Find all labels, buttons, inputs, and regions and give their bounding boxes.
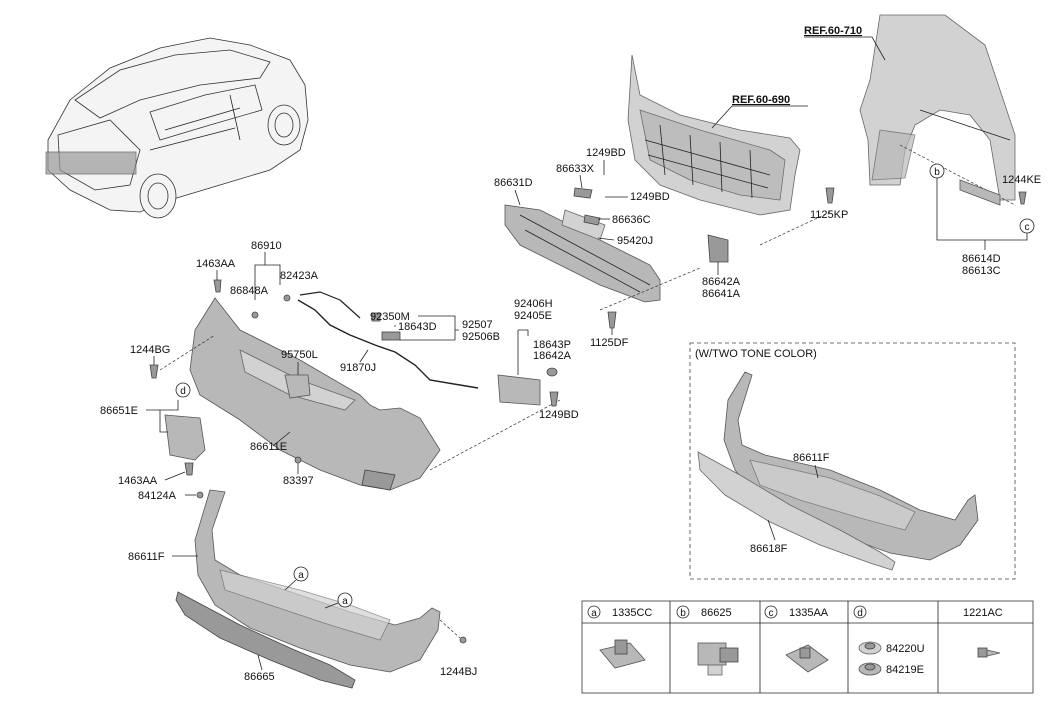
- label-86631D[interactable]: 86631D: [494, 177, 533, 189]
- label-86611E[interactable]: 86611E: [250, 441, 287, 453]
- label-18643D[interactable]: 18643D: [398, 321, 437, 333]
- legend-d-letter: d: [857, 608, 863, 619]
- callout-a-2-text: a: [342, 596, 348, 607]
- vehicle-illustration: [45, 37, 309, 219]
- label-1249BD-b[interactable]: 1249BD: [630, 191, 670, 203]
- legend-c-letter: c: [769, 608, 774, 619]
- label-86651E[interactable]: 86651E: [100, 405, 138, 417]
- legend-a-nut-icon: [599, 639, 646, 669]
- label-1125DF[interactable]: 1125DF: [590, 337, 629, 349]
- label-18643P[interactable]: 18643P: [533, 339, 571, 351]
- callout-b-fender-text: b: [934, 167, 940, 178]
- label-83397[interactable]: 83397: [283, 475, 314, 487]
- legend-e-part[interactable]: 1221AC: [963, 607, 1003, 619]
- label-1244BJ[interactable]: 1244BJ: [440, 666, 477, 678]
- label-1244BG[interactable]: 1244BG: [130, 344, 170, 356]
- label-1249BD-a[interactable]: 1249BD: [586, 147, 626, 159]
- label-86641A[interactable]: 86641A: [702, 288, 741, 300]
- label-92405E[interactable]: 92405E: [514, 310, 552, 322]
- legend-d-part2[interactable]: 84219E: [886, 664, 924, 676]
- garnish-86665: [175, 591, 356, 689]
- label-91870J[interactable]: 91870J: [340, 362, 376, 374]
- callout-c-fender-text: c: [1025, 222, 1030, 233]
- legend-d-grommet-icon-1: [858, 641, 882, 655]
- wiring-harness-91870J: [297, 291, 479, 389]
- label-1463AA-top[interactable]: 1463AA: [196, 258, 236, 270]
- legend-c-nut-icon: [785, 644, 829, 673]
- label-1125KP[interactable]: 1125KP: [810, 209, 848, 221]
- label-86613C[interactable]: 86613C: [962, 265, 1001, 277]
- two-tone-title: (W/TWO TONE COLOR): [695, 348, 817, 360]
- label-95750L[interactable]: 95750L: [281, 349, 318, 361]
- callout-a-1-text: a: [298, 570, 304, 581]
- callout-a-1[interactable]: [293, 566, 309, 582]
- two-tone-box: [689, 342, 1016, 580]
- label-86611F-main[interactable]: 86611F: [128, 551, 165, 563]
- label-92350M[interactable]: 92350M: [370, 311, 410, 323]
- label-86614D[interactable]: 86614D: [962, 253, 1001, 265]
- bracket-86614D: [959, 179, 1001, 206]
- sensor-bracket-95750L: [284, 374, 311, 399]
- label-1463AA-bot[interactable]: 1463AA: [118, 475, 158, 487]
- legend-d-grommet-icon-2: [858, 662, 882, 676]
- callout-d-bracket-text: d: [180, 386, 186, 397]
- callout-a-2[interactable]: [337, 592, 353, 608]
- ref-60-690[interactable]: REF.60-690: [732, 94, 790, 106]
- legend-b-clip-icon: [697, 642, 739, 676]
- legend-b-part[interactable]: 86625: [701, 607, 732, 619]
- bumper-cover-86611E: [189, 297, 441, 491]
- label-86633X[interactable]: 86633X: [556, 163, 595, 175]
- label-86611F-box[interactable]: 86611F: [793, 452, 830, 464]
- fender-panel: [859, 14, 1016, 201]
- bumper-beam: [504, 187, 729, 303]
- label-86848A[interactable]: 86848A: [230, 285, 269, 297]
- reflex-lamp-92406H: [497, 367, 559, 407]
- side-bracket-86651E: [164, 414, 206, 499]
- callout-d-bracket[interactable]: [175, 382, 191, 398]
- two-tone-lower-cover: [723, 371, 979, 561]
- two-tone-garnish: [697, 451, 896, 571]
- label-86910[interactable]: 86910: [251, 240, 282, 252]
- label-92506B[interactable]: 92506B: [462, 331, 500, 343]
- label-18642A[interactable]: 18642A: [533, 350, 572, 362]
- legend-b-letter: b: [680, 608, 686, 619]
- label-1249BD-lamp[interactable]: 1249BD: [539, 409, 579, 421]
- lower-cover-86611F: [194, 489, 441, 673]
- ref-60-710[interactable]: REF.60-710: [804, 25, 862, 37]
- label-86665[interactable]: 86665: [244, 671, 275, 683]
- legend-c-part[interactable]: 1335AA: [789, 607, 829, 619]
- legend-a-letter: a: [591, 608, 597, 619]
- label-95420J[interactable]: 95420J: [617, 235, 653, 247]
- label-86642A[interactable]: 86642A: [702, 276, 741, 288]
- label-84124A[interactable]: 84124A: [138, 490, 177, 502]
- legend-c-circle: [764, 605, 778, 619]
- label-82423A[interactable]: 82423A: [280, 270, 319, 282]
- legend-a-part[interactable]: 1335CC: [612, 607, 652, 619]
- label-92406H[interactable]: 92406H: [514, 298, 553, 310]
- legend-d-part1[interactable]: 84220U: [886, 643, 925, 655]
- label-1244KE[interactable]: 1244KE: [1002, 174, 1041, 186]
- label-86618F[interactable]: 86618F: [750, 543, 788, 555]
- label-92507[interactable]: 92507: [462, 319, 493, 331]
- legend-a-circle: [587, 605, 601, 619]
- rear-panel-assembly: [627, 54, 801, 216]
- legend-e-screw-icon: [977, 647, 1001, 658]
- legend-d-circle: [853, 605, 867, 619]
- legend-b-circle: [676, 605, 690, 619]
- label-86636C[interactable]: 86636C: [612, 214, 651, 226]
